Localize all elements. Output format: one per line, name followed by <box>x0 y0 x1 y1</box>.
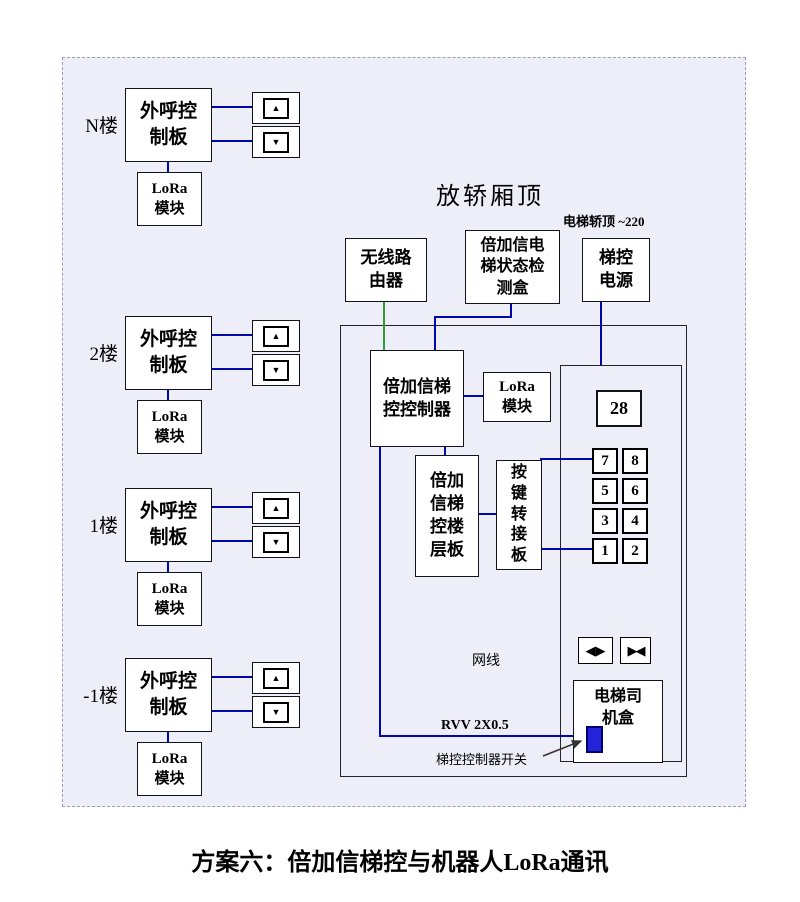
up-button: ▲ <box>252 320 300 352</box>
down-arrow-icon: ▼ <box>263 359 289 381</box>
rvv-cable-label: RVV 2X0.5 <box>441 718 509 733</box>
wire-board-up <box>210 506 252 508</box>
controller-switch <box>586 726 603 753</box>
wire-board-up <box>210 106 252 108</box>
wire-board-down <box>210 710 252 712</box>
wire-board-down <box>210 140 252 142</box>
switch-label: 梯控控制器开关 <box>436 752 528 767</box>
car-top-area-label: 放轿厢顶 <box>436 184 544 210</box>
floor-label: 1楼 <box>89 516 118 537</box>
lora-module-controller: LoRa 模块 <box>483 372 551 422</box>
wire-detector-across <box>434 316 512 318</box>
floor-button-2: 2 <box>622 538 648 564</box>
down-button: ▼ <box>252 354 300 386</box>
diagram-title: 方案六：倍加信梯控与机器人LoRa通讯 <box>191 850 609 876</box>
wireless-router: 无线路 由器 <box>345 238 427 302</box>
wire-adapter-buttons-top <box>540 458 592 460</box>
wire-controller-floorboard <box>444 445 446 455</box>
call-board: 外呼控 制板 <box>125 488 212 562</box>
network-cable-label: 网线 <box>472 654 500 669</box>
wire-board-down <box>210 368 252 370</box>
down-button: ▼ <box>252 696 300 728</box>
lora-module: LoRa 模块 <box>137 742 202 796</box>
up-button: ▲ <box>252 92 300 124</box>
call-board: 外呼控 制板 <box>125 88 212 162</box>
car-top-enclosure <box>340 325 687 777</box>
wire-floorboard-adapter <box>477 513 496 515</box>
lora-module: LoRa 模块 <box>137 400 202 454</box>
wire-board-down <box>210 540 252 542</box>
key-adapter-board: 按 键 转 接 板 <box>496 460 542 570</box>
up-arrow-icon: ▲ <box>263 97 289 119</box>
floor-button-3: 3 <box>592 508 618 534</box>
floor-button-4: 4 <box>622 508 648 534</box>
up-arrow-icon: ▲ <box>263 667 289 689</box>
wire-detector-down <box>510 302 512 318</box>
power-source-note: 电梯轿顶 ~220 <box>563 214 645 229</box>
wire-board-lora <box>167 160 169 172</box>
wire-board-lora <box>167 388 169 400</box>
door-open-icon: ◀▶ <box>578 637 613 664</box>
floor-label: N楼 <box>85 116 118 137</box>
wire-board-lora <box>167 560 169 572</box>
floor-button-7: 7 <box>592 448 618 474</box>
wire-router-controller <box>383 300 385 350</box>
up-arrow-icon: ▲ <box>263 497 289 519</box>
elevator-control-power: 梯控 电源 <box>582 238 650 302</box>
elevator-controller: 倍加信梯 控控制器 <box>370 350 464 447</box>
floor-button-6: 6 <box>622 478 648 504</box>
wire-detector-drop <box>434 316 436 350</box>
down-arrow-icon: ▼ <box>263 531 289 553</box>
up-button: ▲ <box>252 662 300 694</box>
door-close-icon: ▶◀ <box>620 637 651 664</box>
wire-adapter-buttons-bottom <box>540 548 592 550</box>
call-board: 外呼控 制板 <box>125 658 212 732</box>
elevator-status-detector: 倍加信电 梯状态检 测盒 <box>465 230 560 304</box>
up-arrow-icon: ▲ <box>263 325 289 347</box>
lora-module: LoRa 模块 <box>137 172 202 226</box>
wire-board-up <box>210 334 252 336</box>
down-arrow-icon: ▼ <box>263 131 289 153</box>
wire-board-up <box>210 676 252 678</box>
wire-rvv-horizontal <box>379 735 587 737</box>
down-arrow-icon: ▼ <box>263 701 289 723</box>
down-button: ▼ <box>252 126 300 158</box>
wire-controller-lora <box>462 395 483 397</box>
up-button: ▲ <box>252 492 300 524</box>
call-board: 外呼控 制板 <box>125 316 212 390</box>
floor-label: -1楼 <box>83 686 118 707</box>
wire-power-panel <box>600 300 602 365</box>
floor-button-5: 5 <box>592 478 618 504</box>
floor-display: 28 <box>596 390 642 427</box>
switch-pointer-arrow <box>542 740 583 757</box>
wire-board-lora <box>167 730 169 742</box>
floor-label: 2楼 <box>89 344 118 365</box>
floor-button-8: 8 <box>622 448 648 474</box>
floor-board: 倍加 信梯 控楼 层板 <box>415 455 479 577</box>
floor-button-1: 1 <box>592 538 618 564</box>
wire-rvv-vertical <box>379 445 381 737</box>
lora-module: LoRa 模块 <box>137 572 202 626</box>
down-button: ▼ <box>252 526 300 558</box>
